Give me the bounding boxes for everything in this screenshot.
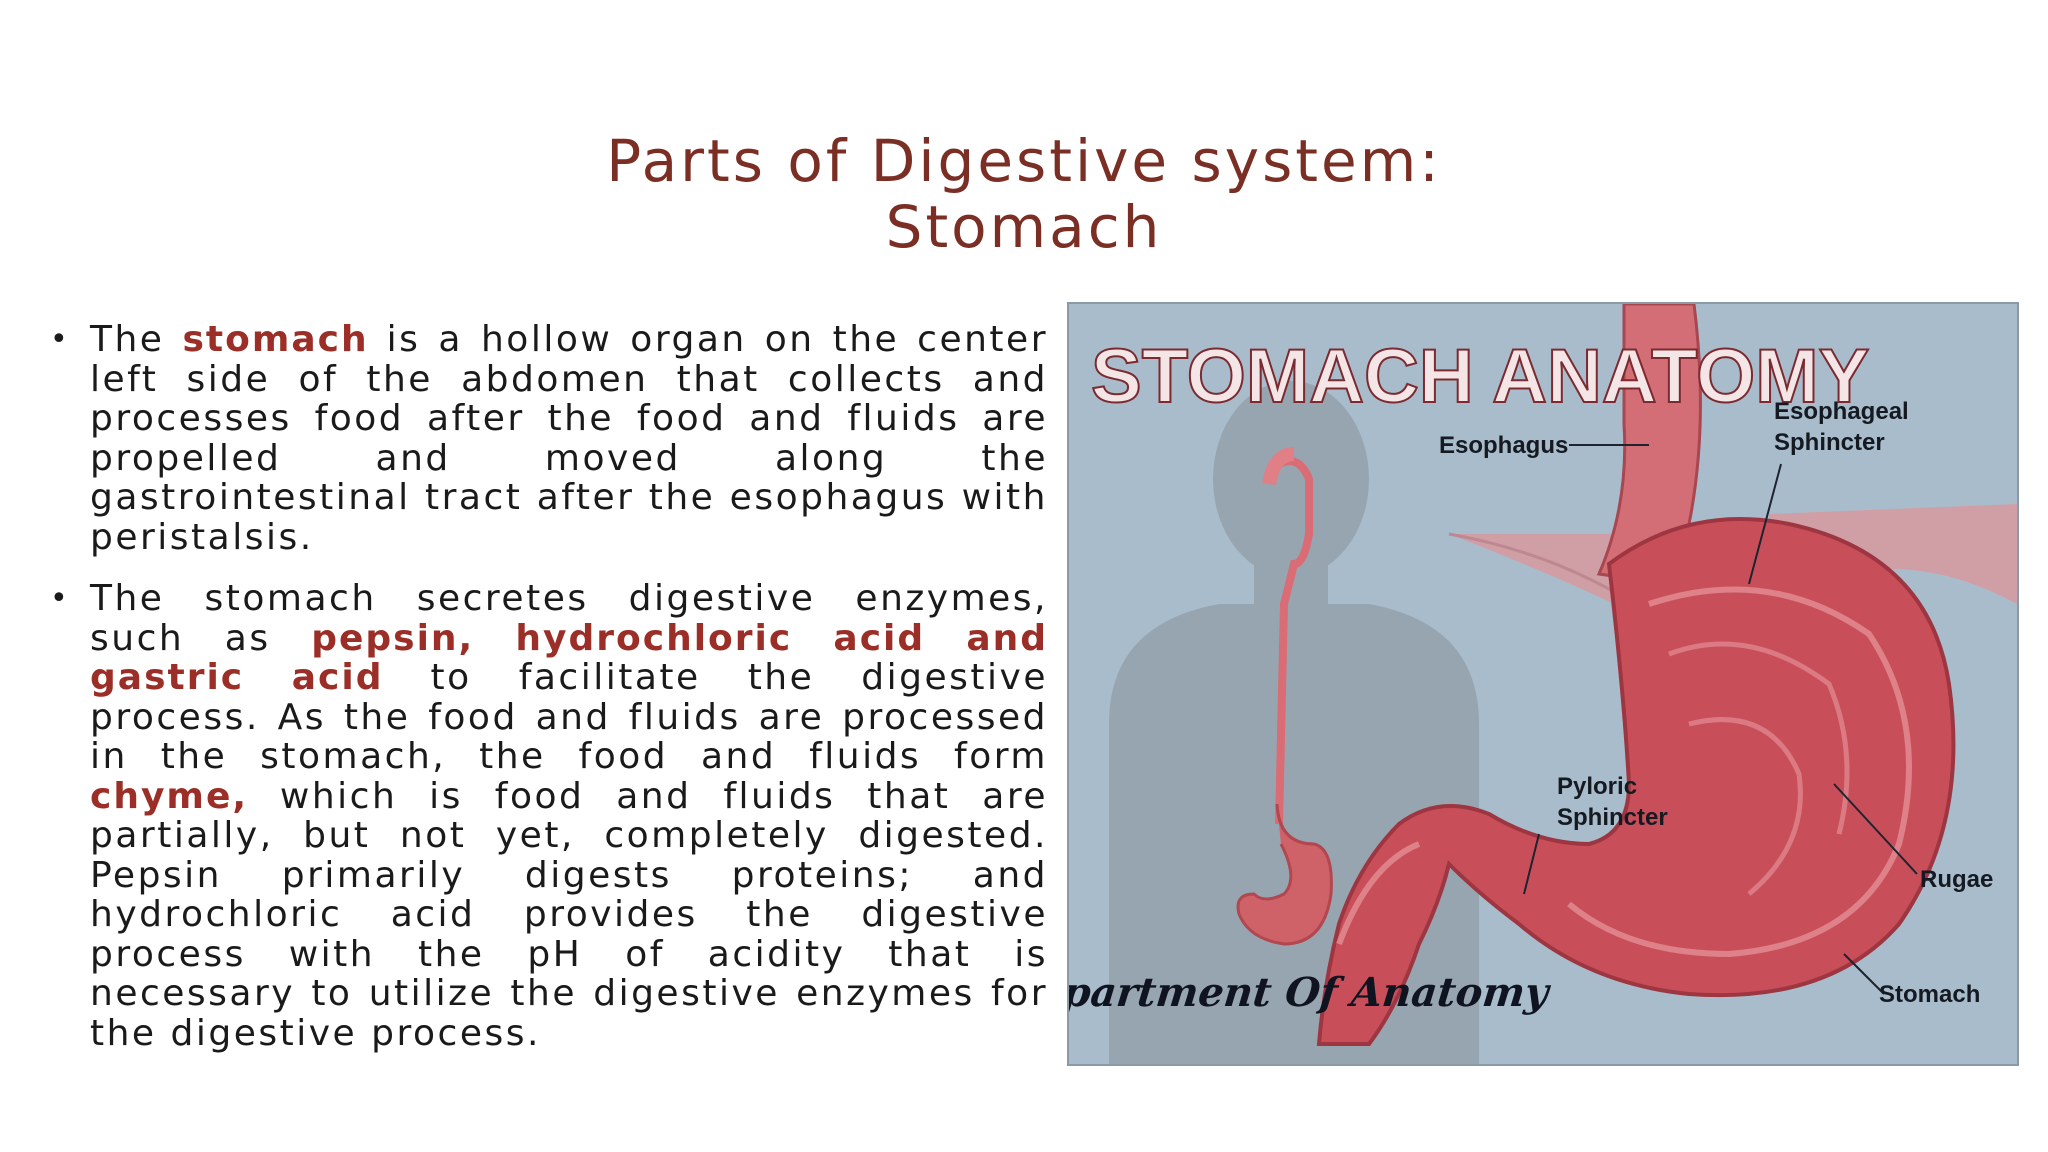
highlighted-term: chyme,	[90, 775, 249, 817]
highlighted-term: stomach	[182, 319, 369, 360]
label-pyloric-sphincter-2: Sphincter	[1557, 804, 1668, 831]
stomach-organ	[1316, 517, 1956, 1046]
bullet-text: is a hollow organ on the center left sid…	[90, 319, 1048, 558]
bullet-item: • The stomach is a hollow organ on the ce…	[48, 320, 1048, 557]
bullet-dot: •	[50, 581, 71, 616]
highlighted-term: pepsin, hydrochloric acid and gastric ac…	[90, 617, 1049, 698]
bullet-text: The	[90, 319, 183, 360]
slide-title-line1: Parts of Digestive system:	[606, 127, 1442, 195]
bullet-text: The stomach secretes digestive enzymes, …	[90, 578, 1048, 659]
anatomy-illustration: STOMACH ANATOMY Esophagus Esophageal Sph…	[1069, 304, 2017, 1064]
bullet-dot: •	[50, 322, 71, 357]
figure-heading: STOMACH ANATOMY	[1091, 334, 1869, 419]
leader-lines	[1523, 444, 1918, 995]
label-esophagus: Esophagus	[1439, 432, 1568, 459]
watermark: Department Of Anatomy	[1069, 969, 1553, 1016]
label-esophageal-sphincter-1: Esophageal	[1774, 398, 1909, 425]
label-esophageal-sphincter-2: Sphincter	[1774, 429, 1885, 456]
stomach-anatomy-figure: STOMACH ANATOMY Esophagus Esophageal Sph…	[1067, 302, 2019, 1066]
small-digestive-tract	[1236, 447, 1333, 946]
label-rugae: Rugae	[1920, 866, 1993, 893]
bullet-item: • The stomach secretes digestive enzymes,…	[48, 579, 1048, 1053]
label-pyloric-sphincter-1: Pyloric	[1557, 773, 1637, 800]
slide-title: Parts of Digestive system: Stomach	[0, 128, 2048, 260]
bullet-list: • The stomach is a hollow organ on the ce…	[48, 320, 1048, 1075]
slide-title-line2: Stomach	[885, 193, 1163, 261]
label-stomach: Stomach	[1879, 981, 1980, 1008]
bullet-text: which is food and fluids that are partia…	[90, 775, 1048, 1054]
bullet-text: to facilitate the digestive process. As …	[90, 657, 1048, 777]
